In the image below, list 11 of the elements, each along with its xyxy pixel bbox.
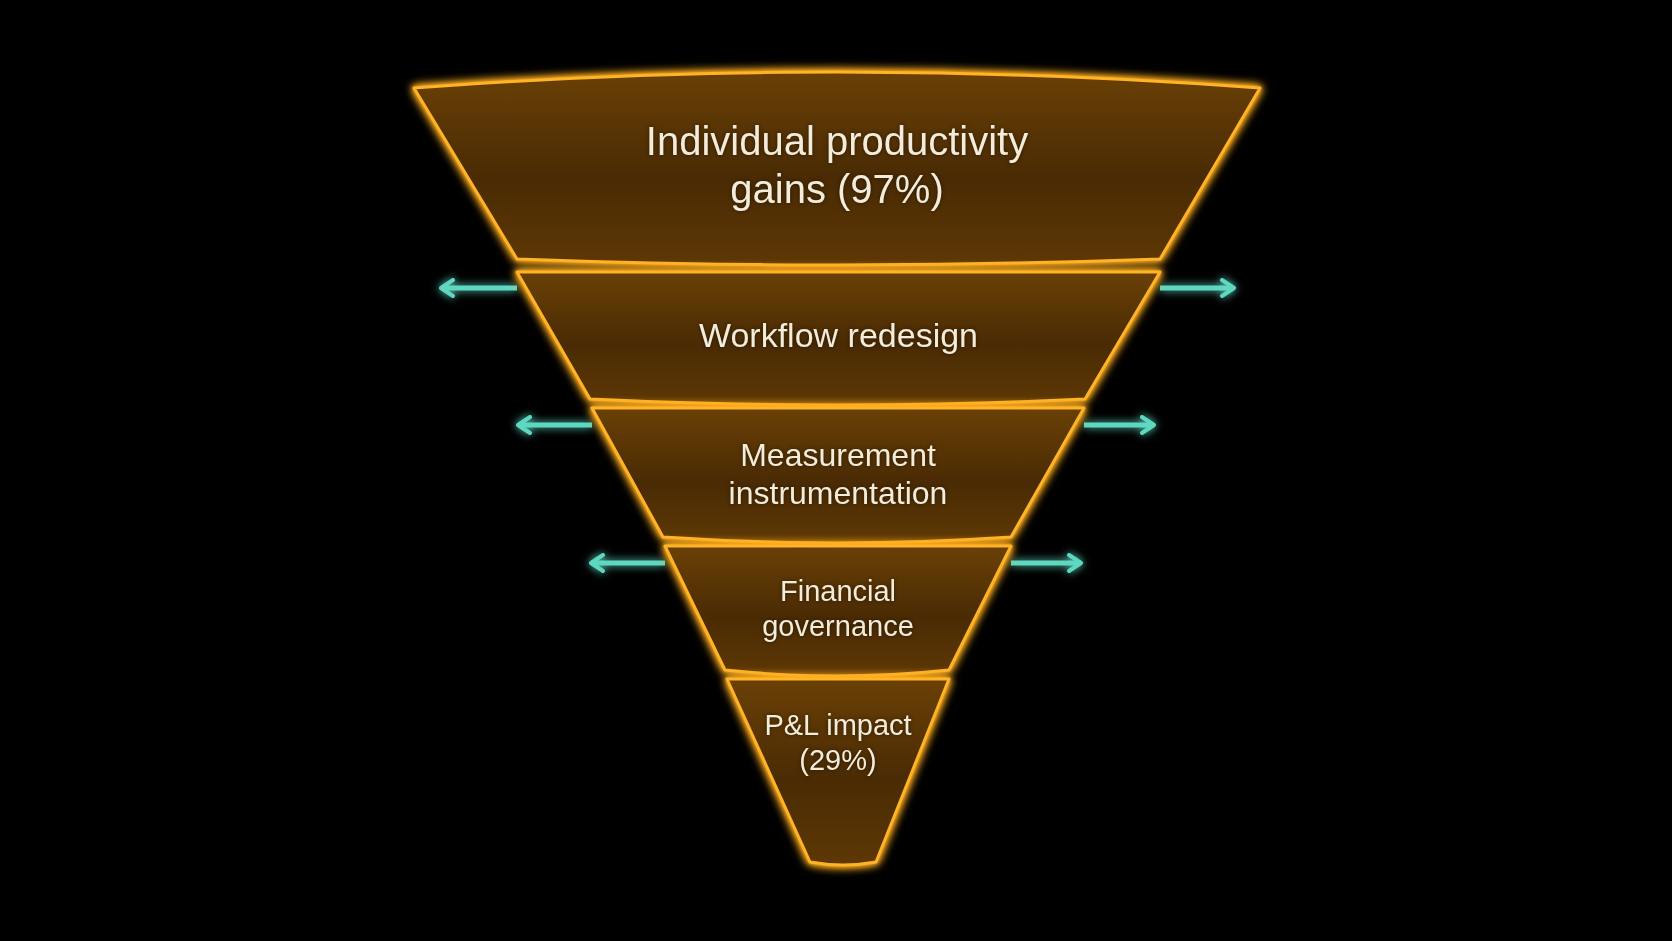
segment-label: P&L impact (29%) <box>763 708 913 778</box>
arrow <box>1084 415 1156 435</box>
arrow <box>1160 278 1236 298</box>
arrow <box>589 553 665 573</box>
segment-label: Financial governance <box>761 574 915 644</box>
segment-label: Workflow redesign <box>697 314 979 356</box>
segment-label: Individual productivity gains (97%) <box>644 118 1030 213</box>
arrow <box>439 278 517 298</box>
arrow <box>516 415 592 435</box>
segment-label: Measurement instrumentation <box>727 435 949 513</box>
arrow <box>1011 553 1083 573</box>
